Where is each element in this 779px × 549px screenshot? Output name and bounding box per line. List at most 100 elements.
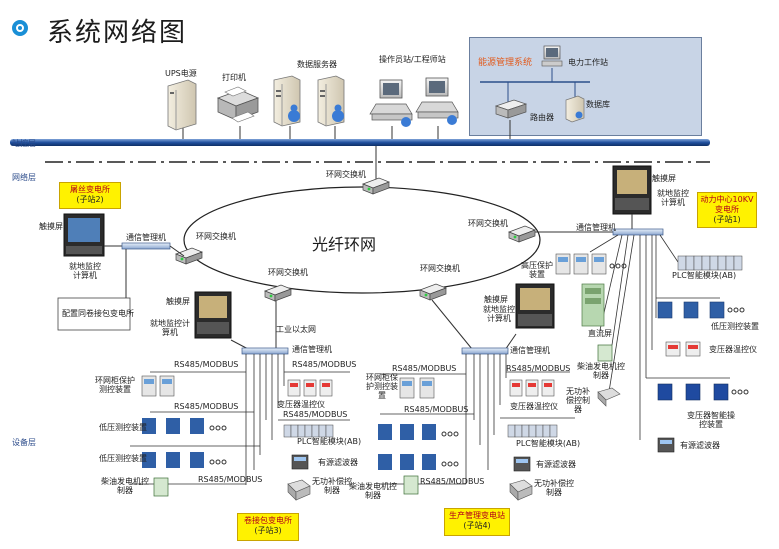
transformer-temp-devices	[287, 379, 333, 397]
sub4-code: (子站4)	[463, 521, 491, 530]
sub3-var-label: 无功补偿控制器	[312, 477, 352, 495]
sub4-diesel-label: 柴油发电机控制器	[349, 482, 397, 500]
sub2-code: (子站2)	[76, 195, 104, 204]
sub4-plc-label: PLC智能模块(AB)	[516, 439, 581, 448]
operator-station-label: 操作员站/工程师站	[379, 55, 446, 64]
switch-label: 环网交换机	[420, 264, 460, 273]
switch-label: 环网交换机	[326, 170, 366, 179]
sub3-rs1: RS485/MODBUS	[174, 360, 239, 369]
sub1-tr-op-label: 变压器智能操控装置	[687, 411, 735, 429]
var-controller-icon	[509, 479, 533, 501]
dc-panel-icon	[581, 283, 605, 327]
layer-label-station: 站控层	[12, 139, 36, 148]
sub3-code: (子站3)	[254, 526, 282, 535]
power-workstation-label: 电力工作站	[568, 58, 608, 67]
plc-module-icon	[507, 424, 558, 438]
power-workstation-icon	[541, 45, 563, 67]
sub2-station-badge: 屠丝变电所 (子站2)	[59, 182, 121, 209]
sub3-diesel-label: 柴油发电机控制器	[101, 477, 149, 495]
lv-measure-row-2	[142, 452, 227, 468]
sub3-filter-label: 有源滤波器	[318, 458, 358, 467]
sub4-rs1: RS485/MODBUS	[392, 364, 457, 373]
sub1-pc-label: 就地监控计算机	[657, 189, 689, 207]
server-icon	[317, 75, 345, 127]
workstation-icon	[369, 79, 413, 127]
transformer-op-devices	[657, 383, 749, 401]
sub3-lv1-label: 低压测控装置	[99, 423, 147, 432]
sub1-var-label: 无功补偿控制器	[566, 387, 590, 414]
switch-label: 环网交换机	[268, 268, 308, 277]
comm-manager	[612, 228, 664, 236]
sub4-rs4: RS485/MODBUS	[420, 477, 485, 486]
sub3-station-badge: 卷接包变电所 (子站3)	[237, 513, 299, 541]
sub3-eth-label: 工业以太网	[276, 325, 316, 334]
station-bus	[10, 139, 710, 146]
ring-switch-icon	[175, 247, 203, 265]
var-controller-icon	[597, 387, 621, 407]
layer-label-network: 网络层	[12, 173, 36, 182]
lv-measure-row-1	[378, 424, 459, 440]
sub3-rs2: RS485/MODBUS	[292, 360, 357, 369]
plc-module-icon	[283, 424, 334, 438]
sub4-mgr-label: 通信管理机	[510, 346, 550, 355]
sub1-filter-label: 有源滤波器	[680, 441, 720, 450]
router-label: 路由器	[530, 113, 554, 122]
active-filter-icon	[291, 454, 309, 470]
touchscreen-pc-icon	[515, 283, 555, 329]
sub4-pc-label: 就地监控计算机	[483, 305, 515, 323]
layer-label-device: 设备层	[12, 438, 36, 447]
ring-switch-icon	[264, 284, 292, 302]
fiber-ring	[183, 186, 541, 294]
sub4-filter-label: 有源滤波器	[536, 460, 576, 469]
page-title: 系统网络图	[47, 18, 188, 48]
sub1-dc-label: 直流屏	[588, 329, 612, 338]
sub1-diesel-label: 柴油发电机控制器	[577, 362, 625, 380]
energy-system-label: 能源管理系统	[478, 58, 533, 68]
sub2-touch-label: 触摸屏	[39, 222, 63, 231]
sub3-lv2-label: 低压测控装置	[99, 454, 147, 463]
sub3-touch-label: 触摸屏	[166, 297, 190, 306]
sub2-mgr-label: 通信管理机	[126, 233, 166, 242]
sub4-loop-label: 环网柜保护测控装置	[366, 373, 398, 400]
touchscreen-pc-icon	[612, 165, 652, 215]
printer-icon	[216, 86, 260, 123]
sub4-trm-label: 变压器温控仪	[510, 402, 558, 411]
sub3-pc-label: 就地监控计算机	[150, 319, 190, 337]
switch-label: 环网交换机	[468, 219, 508, 228]
comm-manager	[121, 242, 171, 250]
switch-label: 环网交换机	[196, 232, 236, 241]
sub3-loop-label: 环网柜保护测控装置	[95, 376, 135, 394]
sub1-hv-label: 高压保护装置	[521, 261, 553, 279]
sub1-station-badge: 动力中心10KV变电所 (子站1)	[697, 192, 757, 228]
active-filter-icon	[657, 437, 675, 453]
database-label: 数据库	[586, 100, 610, 109]
transformer-temp-devices	[509, 379, 555, 397]
sub4-rs3: RS485/MODBUS	[404, 405, 469, 414]
lv-measure-row-1	[142, 418, 227, 434]
sub3-plc-label: PLC智能模块(AB)	[297, 437, 362, 446]
comm-manager	[241, 347, 289, 355]
sub3-rs3: RS485/MODBUS	[174, 402, 239, 411]
var-controller-icon	[287, 479, 311, 501]
comm-manager	[461, 347, 509, 355]
sub4-var-label: 无功补偿控制器	[534, 479, 574, 497]
sub2-name: 屠丝变电所	[70, 185, 110, 194]
data-server-label: 数据服务器	[297, 60, 337, 69]
sub4-station-badge: 生产管理变电站 (子站4)	[444, 508, 510, 536]
sub2-note: 配置同卷接包变电所	[62, 309, 134, 318]
diesel-controller-icon	[153, 477, 169, 497]
ring-switch-icon	[419, 283, 447, 301]
loop-protection-devices	[141, 375, 175, 397]
sub3-name: 卷接包变电所	[244, 516, 292, 525]
sub4-links	[380, 354, 575, 485]
title-bullet-icon	[12, 20, 28, 36]
transformer-temp-devices	[665, 341, 701, 357]
sub1-touch-label: 触摸屏	[652, 174, 676, 183]
ups-label: UPS电源	[165, 69, 197, 78]
sub4-name: 生产管理变电站	[449, 511, 505, 520]
ups-icon	[167, 79, 197, 131]
ring-title: 光纤环网	[312, 235, 377, 254]
ring-switch-icon	[362, 177, 390, 195]
sub4-touch-label: 触摸屏	[484, 295, 508, 304]
